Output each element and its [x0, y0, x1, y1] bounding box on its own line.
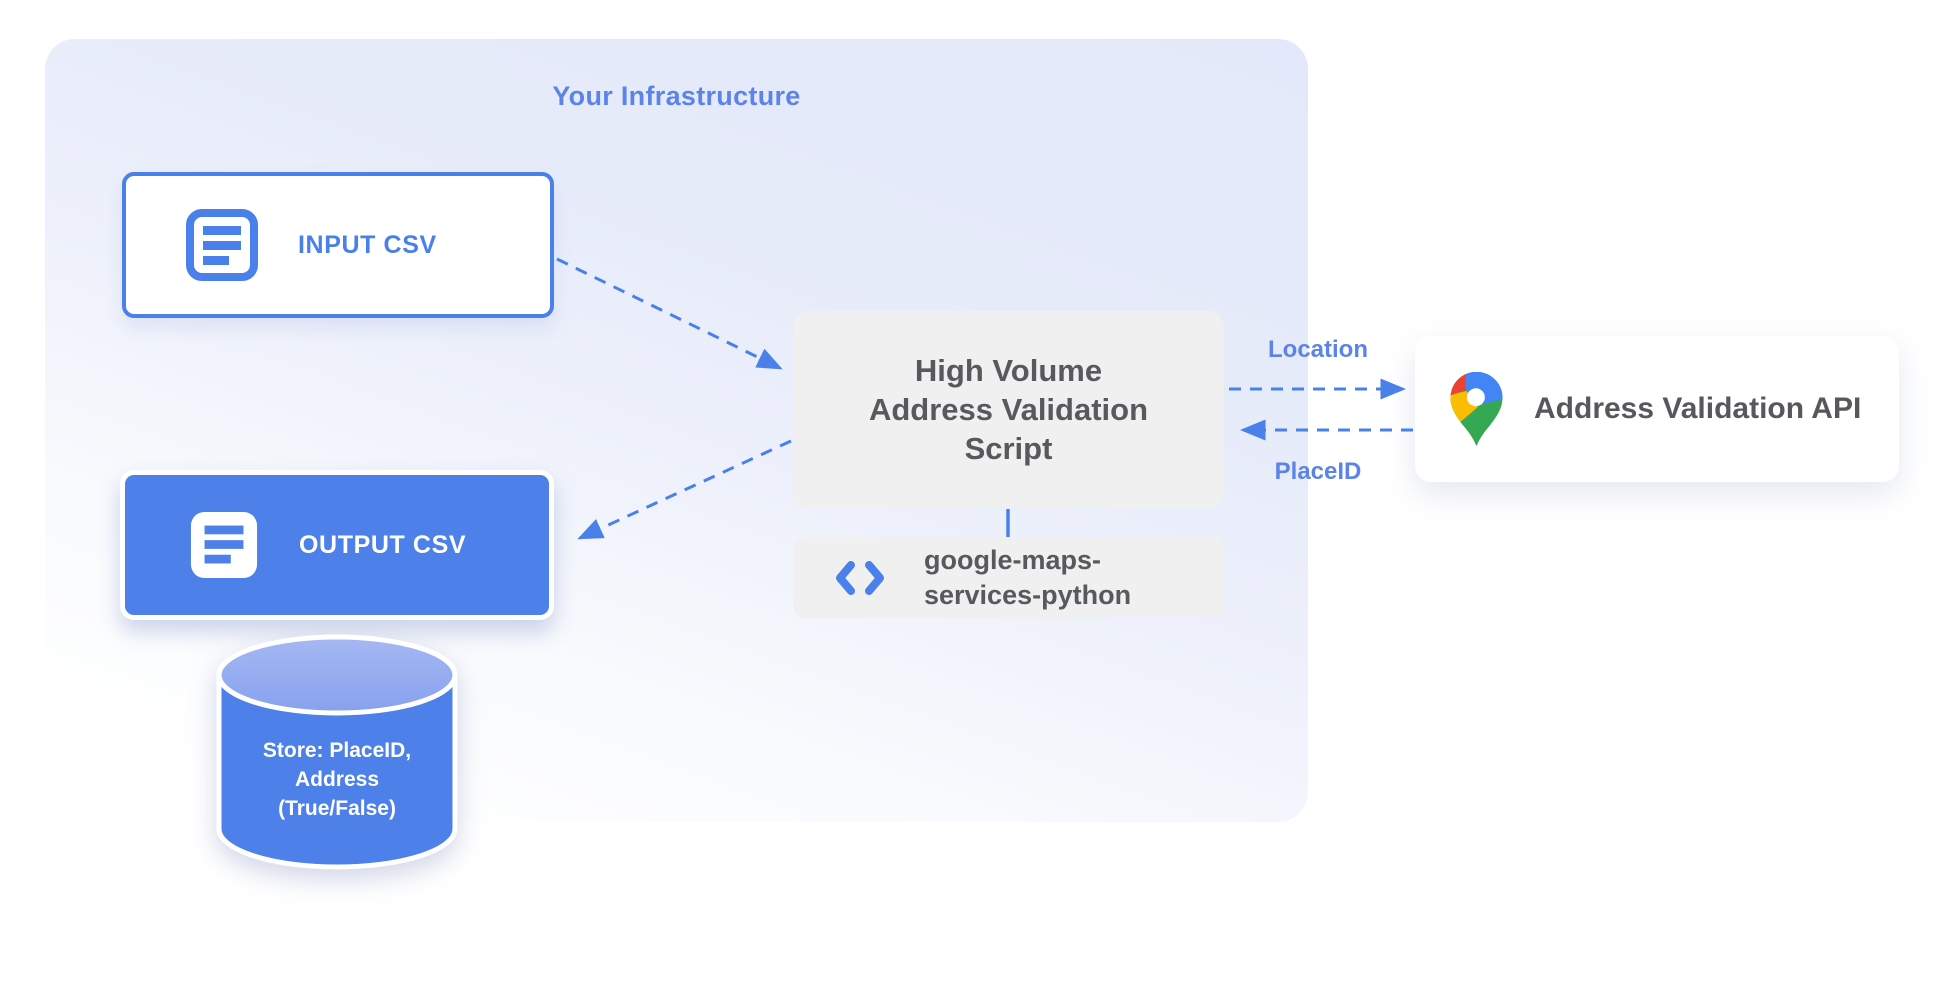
- script-label-line: Address Validation: [868, 392, 1149, 427]
- input-csv-label: INPUT CSV: [298, 230, 437, 259]
- cylinder-body: [216, 675, 458, 870]
- datastore-line: (True/False): [278, 797, 396, 820]
- infrastructure-title: Your Infrastructure: [552, 81, 801, 111]
- library-label: google-maps- services-python: [924, 543, 1131, 613]
- script-label-line: High Volume: [914, 353, 1103, 388]
- location-edge-label: Location: [1268, 336, 1368, 363]
- api-label: Address Validation API: [1534, 392, 1862, 425]
- library-node: google-maps- services-python: [793, 537, 1224, 618]
- datastore-cylinder: [216, 634, 458, 870]
- datastore-label: Store: PlaceID, Address (True/False): [222, 736, 452, 823]
- input-csv-node: INPUT CSV: [122, 172, 554, 318]
- document-icon: [190, 511, 258, 579]
- datastore-line: Address: [294, 768, 380, 791]
- cylinder-top: [216, 634, 458, 716]
- google-maps-pin-icon: [1450, 371, 1503, 447]
- code-icon: [836, 560, 884, 595]
- api-node: Address Validation API: [1415, 336, 1899, 482]
- library-label-line: services-python: [924, 579, 1132, 610]
- output-csv-label: OUTPUT CSV: [299, 530, 467, 559]
- script-label-line: Script: [964, 431, 1053, 466]
- library-label-line: google-maps-: [924, 544, 1102, 575]
- placeid-edge-label: PlaceID: [1274, 458, 1362, 485]
- script-node: High Volume Address Validation Script: [793, 311, 1224, 508]
- output-csv-node: OUTPUT CSV: [120, 470, 554, 620]
- datastore-line: Store: PlaceID,: [262, 739, 412, 762]
- document-icon: [186, 209, 258, 281]
